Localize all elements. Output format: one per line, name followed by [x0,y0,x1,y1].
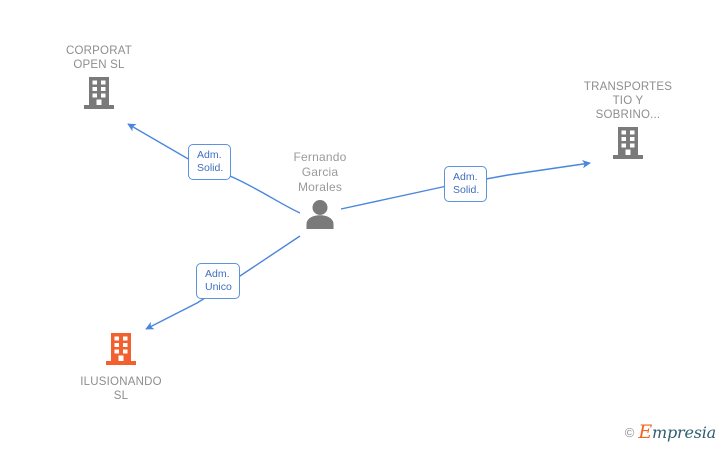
node-transportes-tio-y-sobrino[interactable]: TRANSPORTES TIO Y SOBRINO... [553,80,703,165]
node-ilusionando-sl[interactable]: ILUSIONANDO SL [46,332,196,403]
watermark: © Empresia [625,423,716,442]
node-label-ilusionando-sl: ILUSIONANDO SL [80,376,162,402]
building-icon [83,76,115,115]
empresia-logo-initial: E [638,421,652,443]
node-corporat-open-sl[interactable]: CORPORAT OPEN SL [24,44,174,115]
empresia-logo: Empresia [638,423,716,442]
person-icon [303,199,337,234]
building-icon [612,126,644,165]
node-label-fernando-garcia-morales: Fernando Garcia Morales [293,150,347,194]
edge-label-ilusionando[interactable]: Adm. Unico [196,263,240,299]
copyright-icon: © [624,425,635,440]
empresia-logo-text: mpresia [652,423,716,442]
node-fernando-garcia-morales[interactable]: Fernando Garcia Morales [245,150,395,234]
node-label-corporat-open-sl: CORPORAT OPEN SL [66,45,132,71]
edge-label-corporat-open[interactable]: Adm. Solid. [188,144,232,180]
edge-label-transportes[interactable]: Adm. Solid. [444,166,488,202]
building-icon [105,332,137,371]
node-label-transportes-tio-y-sobrino: TRANSPORTES TIO Y SOBRINO... [583,81,673,121]
